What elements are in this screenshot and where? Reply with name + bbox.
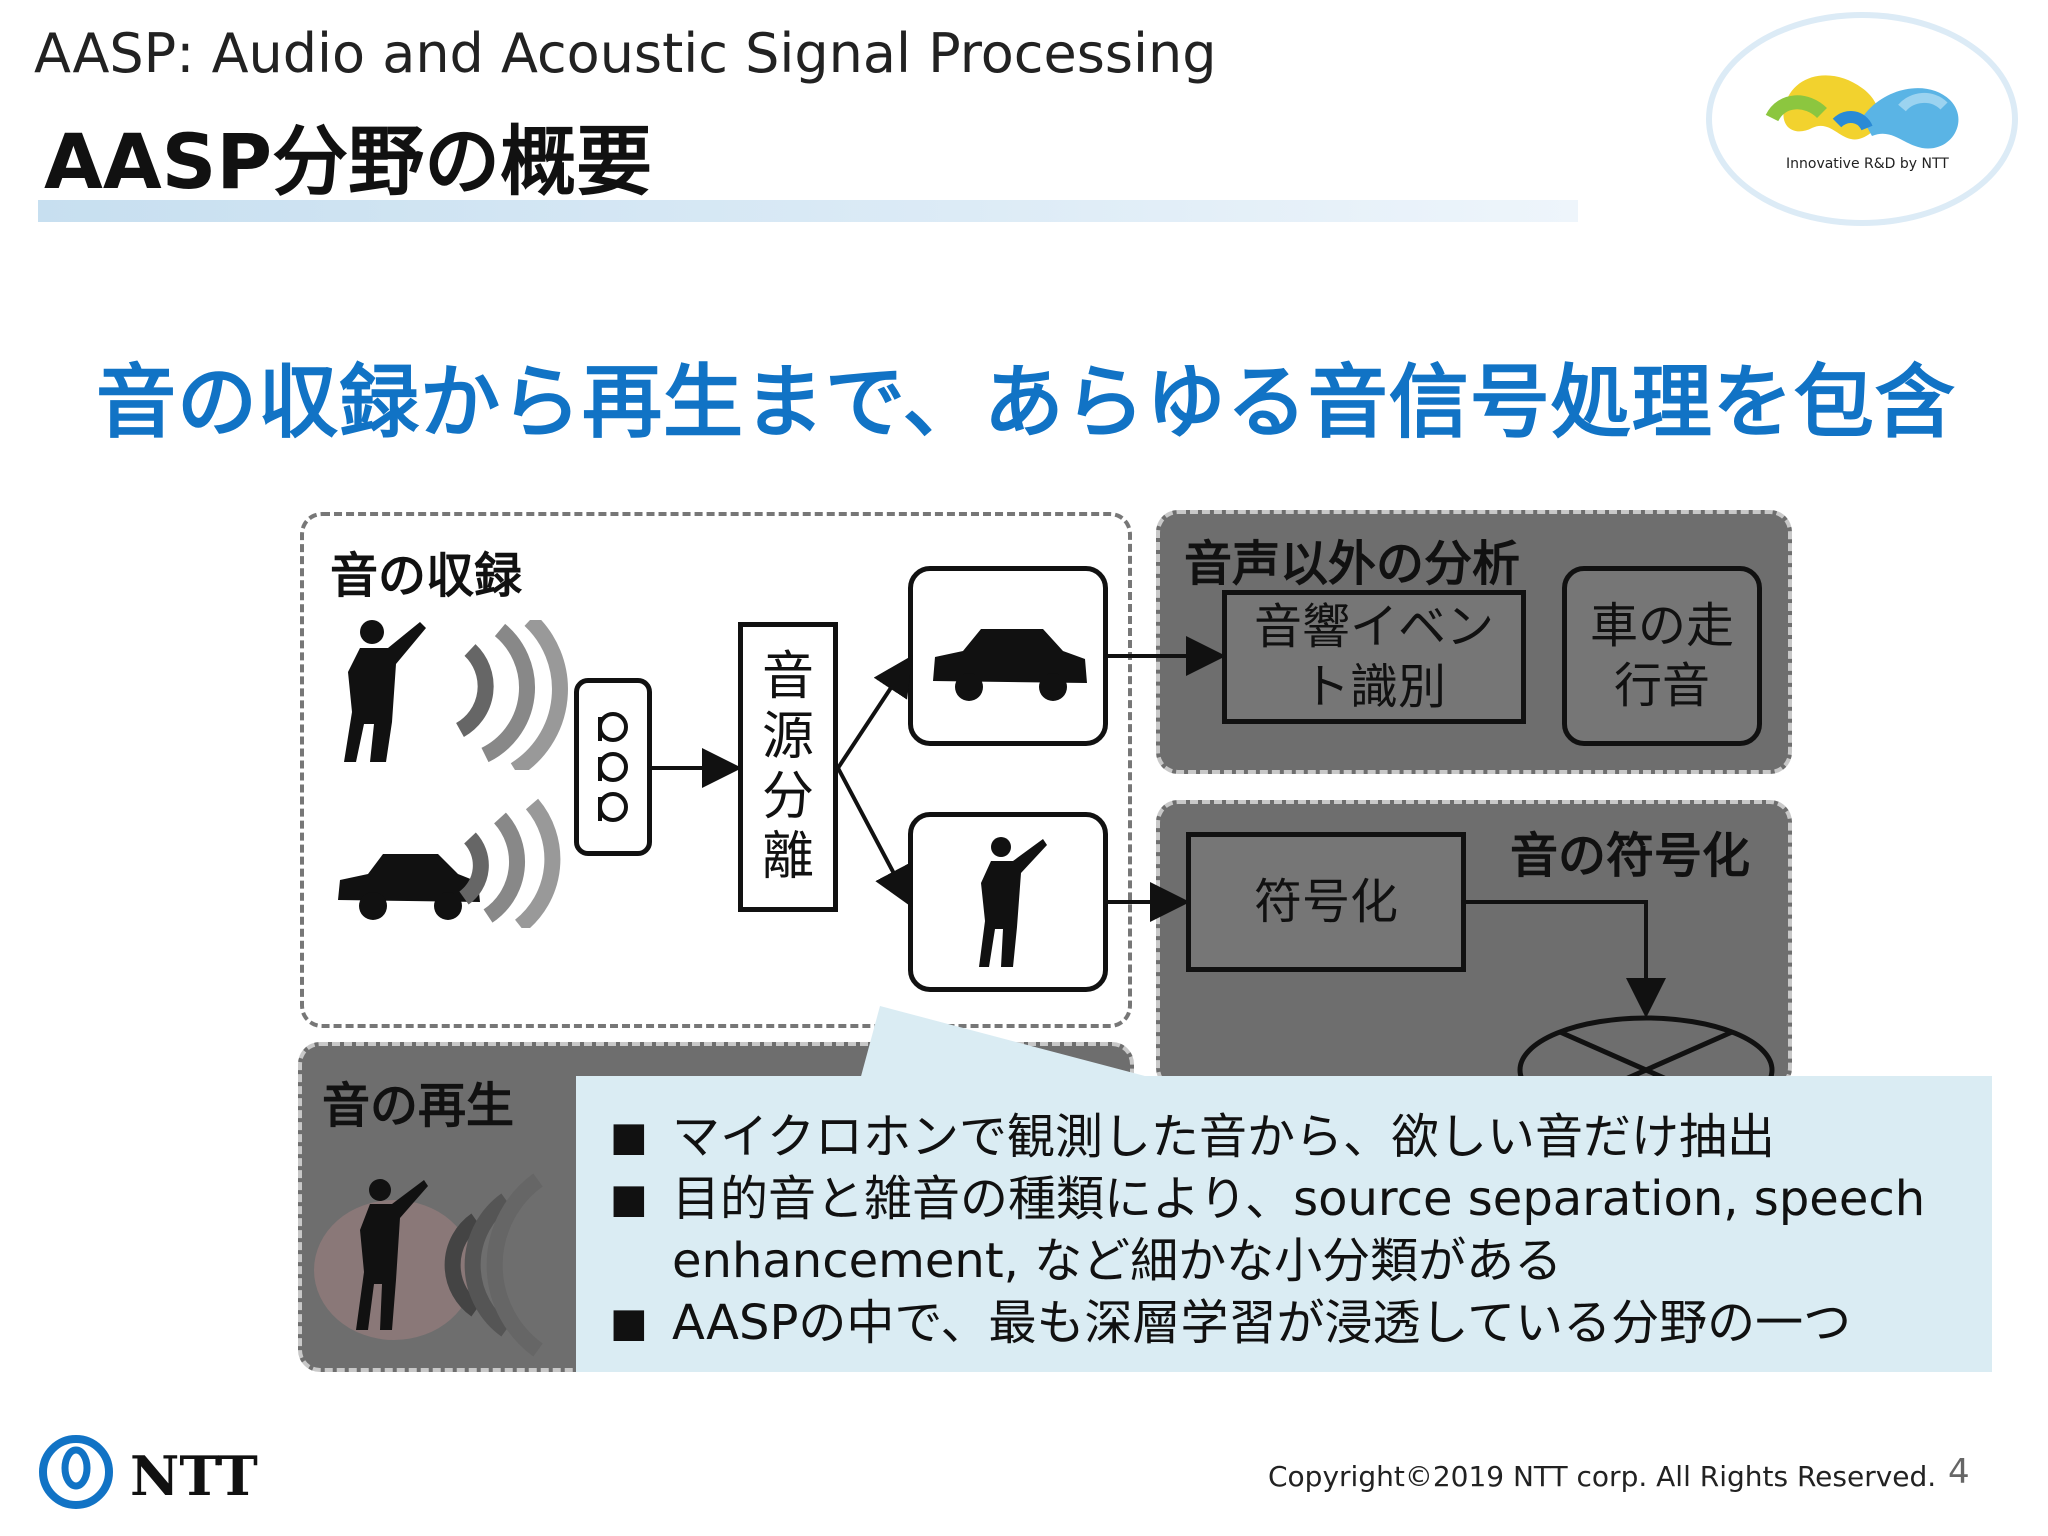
bullet-item: ■目的音と雑音の種類により、source separation, speech: [610, 1168, 1925, 1230]
ntt-logo-icon: [39, 1435, 113, 1509]
separated-car-box: [908, 566, 1108, 746]
encode-box: 符号化: [1186, 832, 1466, 972]
encode-label: 符号化: [1253, 874, 1398, 930]
company-name: NTT: [130, 1444, 258, 1508]
car-silhouette-icon: [933, 629, 1087, 701]
page-number: 4: [1948, 1452, 1970, 1492]
bullet-square-icon: ■: [610, 1114, 648, 1160]
person-silhouette-icon: [369, 1179, 391, 1201]
playback-illustration: [314, 1173, 543, 1357]
playback-title: 音の再生: [322, 1078, 515, 1134]
callout-bullets: ■マイクロホンで観測した音から、欲しい音だけ抽出 ■目的音と雑音の種類により、s…: [610, 1106, 1925, 1354]
copyright: Copyright©2019 NTT corp. All Rights Rese…: [1268, 1460, 1937, 1493]
bullet-item: ■マイクロホンで観測した音から、欲しい音だけ抽出: [610, 1106, 1925, 1168]
person-silhouette-icon: [979, 837, 1047, 967]
car-sound-label: 車の走行音: [1589, 598, 1734, 714]
slide-title: AASP分野の概要: [44, 117, 653, 206]
separated-person-box: [908, 812, 1108, 992]
callout-box: [576, 1076, 1992, 1372]
title-underline: [38, 200, 1578, 222]
bullet-item: ■AASPの中で、最も深層学習が浸透している分野の一つ: [610, 1292, 1925, 1354]
sound-waves-icon: [459, 798, 561, 928]
ntt-innovation-logo: [1712, 18, 2012, 220]
swirl-logo-icon: [1765, 75, 1959, 149]
microphone-icon: [598, 712, 628, 822]
coding-title: 音の符号化: [1510, 828, 1751, 884]
non-speech-title: 音声以外の分析: [1184, 536, 1521, 592]
car-silhouette-icon: [338, 854, 480, 920]
acoustic-event-box: 音響イベント識別: [1222, 590, 1526, 724]
microphone-array: [574, 678, 652, 856]
person-silhouette-icon: [344, 620, 426, 762]
sound-waves-icon: [455, 620, 568, 770]
sound-waves-icon: [444, 1213, 481, 1317]
source-separation-label: 音 源 分 離: [761, 647, 814, 887]
headline: 音の収録から再生まで、あらゆる音信号処理を包含: [96, 356, 1956, 449]
callout-pointer: [860, 1006, 1160, 1080]
bullet-item-continued: enhancement, など細かな小分類がある: [672, 1233, 1563, 1289]
car-sound-box: 車の走行音: [1562, 566, 1762, 746]
recording-title: 音の収録: [330, 548, 523, 604]
slide-subtitle: AASP: Audio and Acoustic Signal Processi…: [34, 22, 1217, 85]
acoustic-event-label: 音響イベント識別: [1253, 599, 1494, 715]
bullet-square-icon: ■: [610, 1300, 648, 1346]
bullet-square-icon: ■: [610, 1176, 648, 1222]
logo-caption: Innovative R&D by NTT: [1786, 156, 1949, 172]
